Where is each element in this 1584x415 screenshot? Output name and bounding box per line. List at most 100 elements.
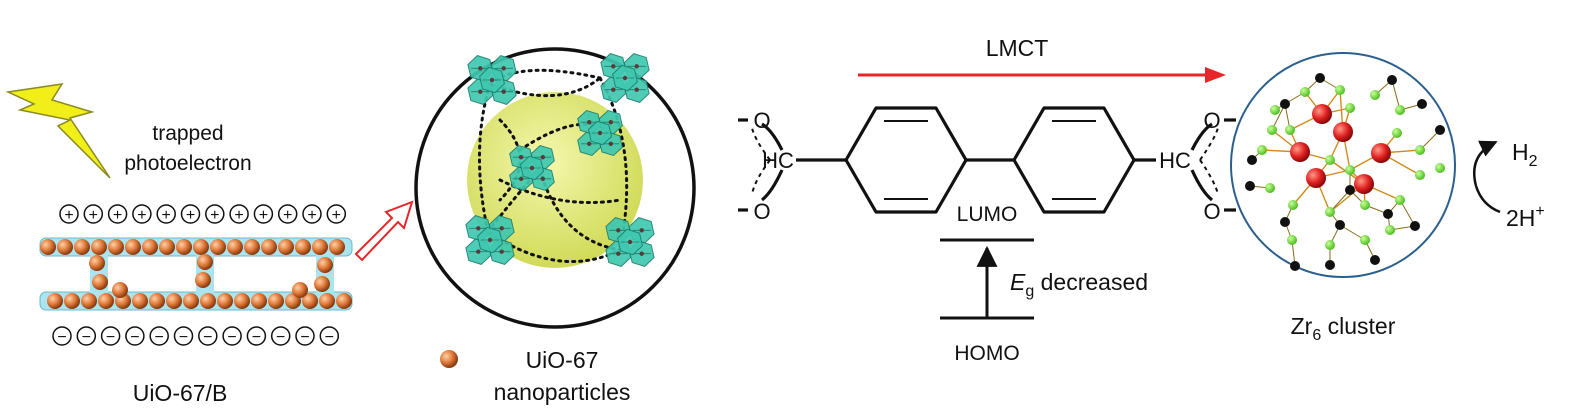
uio67-bead-chain [40,239,352,309]
bead [268,293,284,309]
plus-charge-icon: + [229,204,249,224]
svg-text:+: + [234,207,243,224]
c-atom [1435,125,1445,135]
c-atom [1280,99,1290,109]
plus-charge-icon: + [132,204,152,224]
lightning-bolt-icon [5,83,111,179]
plus-charge-icon: + [253,204,274,224]
c-atom [1370,255,1380,265]
label-hc-left: HC [762,148,794,173]
plus-charge-icon: + [180,204,201,224]
lmct-arrow-head [1205,67,1226,83]
bead [89,255,105,271]
bead [302,293,318,309]
o-atom [1360,235,1370,245]
bead [336,293,352,309]
bead [193,239,209,255]
c-atom [1247,155,1257,165]
bead [317,257,333,273]
o-atom [1335,85,1345,95]
svg-text:−: − [203,329,212,346]
bead [244,239,260,255]
label-zr-sub: 6 [1312,327,1321,344]
c-atom [1383,209,1393,219]
bead [197,254,213,270]
bead [47,293,63,309]
svg-text:+: + [137,207,146,224]
bead [91,239,107,255]
svg-text:−: − [227,329,236,346]
o-atom [1415,145,1425,155]
c-atom [1417,99,1427,109]
label-lmct: LMCT [986,35,1049,61]
o-atom [1360,200,1370,210]
label-eg: E [1010,269,1026,295]
bead [319,293,335,309]
o-atom [1370,90,1380,100]
zr-polyhedron-icon [467,55,517,105]
minus-charge-icon: − [270,326,291,346]
o-atom [1325,240,1335,250]
bead [278,239,294,255]
label-uio67: UiO-67 [526,347,599,373]
o-atom [1385,225,1395,235]
c-atom [1410,221,1420,231]
c-atom [1280,217,1290,227]
minus-charge-icon: − [246,326,267,346]
o-atom [1270,105,1280,115]
minus-charge-icon: − [76,326,97,346]
bead [210,239,226,255]
svg-text:−: − [300,329,309,346]
bead [108,239,124,255]
label-2hplus: 2H+ [1506,203,1545,231]
svg-text:+: + [307,207,316,224]
c-atom [1325,260,1335,270]
svg-text:−: − [57,329,66,346]
label-2h-sup: + [1535,203,1544,220]
plus-charge-icon: + [302,204,322,224]
o-atom [1325,155,1335,165]
label-eg-rest: decreased [1034,269,1148,295]
svg-text:+: + [259,207,268,224]
minus-charge-icon: − [125,326,145,346]
nanoparticle-legend-bead [440,350,458,368]
bead [57,239,73,255]
c-atom [1387,75,1397,85]
zr-atom [1306,168,1326,188]
o-atom [1288,200,1298,210]
minus-charge-icon: − [198,326,218,346]
minus-charge-icon: − [100,326,121,346]
c-atom [1290,261,1300,271]
o-atom [1287,235,1297,245]
svg-text:+: + [89,207,98,224]
o-atom [1325,207,1335,217]
o-atom [1435,163,1445,173]
label-lumo: LUMO [957,203,1018,226]
svg-text:+: + [64,207,73,224]
bead [142,239,158,255]
o-atom [1285,125,1295,135]
plus-charge-icon: + [156,204,176,224]
bead [200,293,216,309]
zr-atom [1354,174,1374,194]
label-bandgap: Eg decreased [1010,269,1148,300]
c-atom [1335,220,1345,230]
plus-charge-icon: + [107,204,128,224]
label-eg-sub: g [1025,283,1034,300]
label-trapped: trapped [152,122,223,145]
hollow-red-arrow-icon [354,200,414,262]
zr-polyhedron-icon [465,215,515,265]
o-atom [1395,195,1405,205]
bead [159,239,175,255]
svg-text:+: + [210,207,219,224]
zr-atom [1333,122,1353,142]
bead [312,239,328,255]
svg-text:+: + [283,207,292,224]
bead [64,293,80,309]
zr6-cluster-structure [1245,73,1445,271]
o-atom [1392,128,1402,138]
o-atom [1345,103,1355,113]
bead [81,293,97,309]
plus-charge-icon: + [277,204,298,224]
